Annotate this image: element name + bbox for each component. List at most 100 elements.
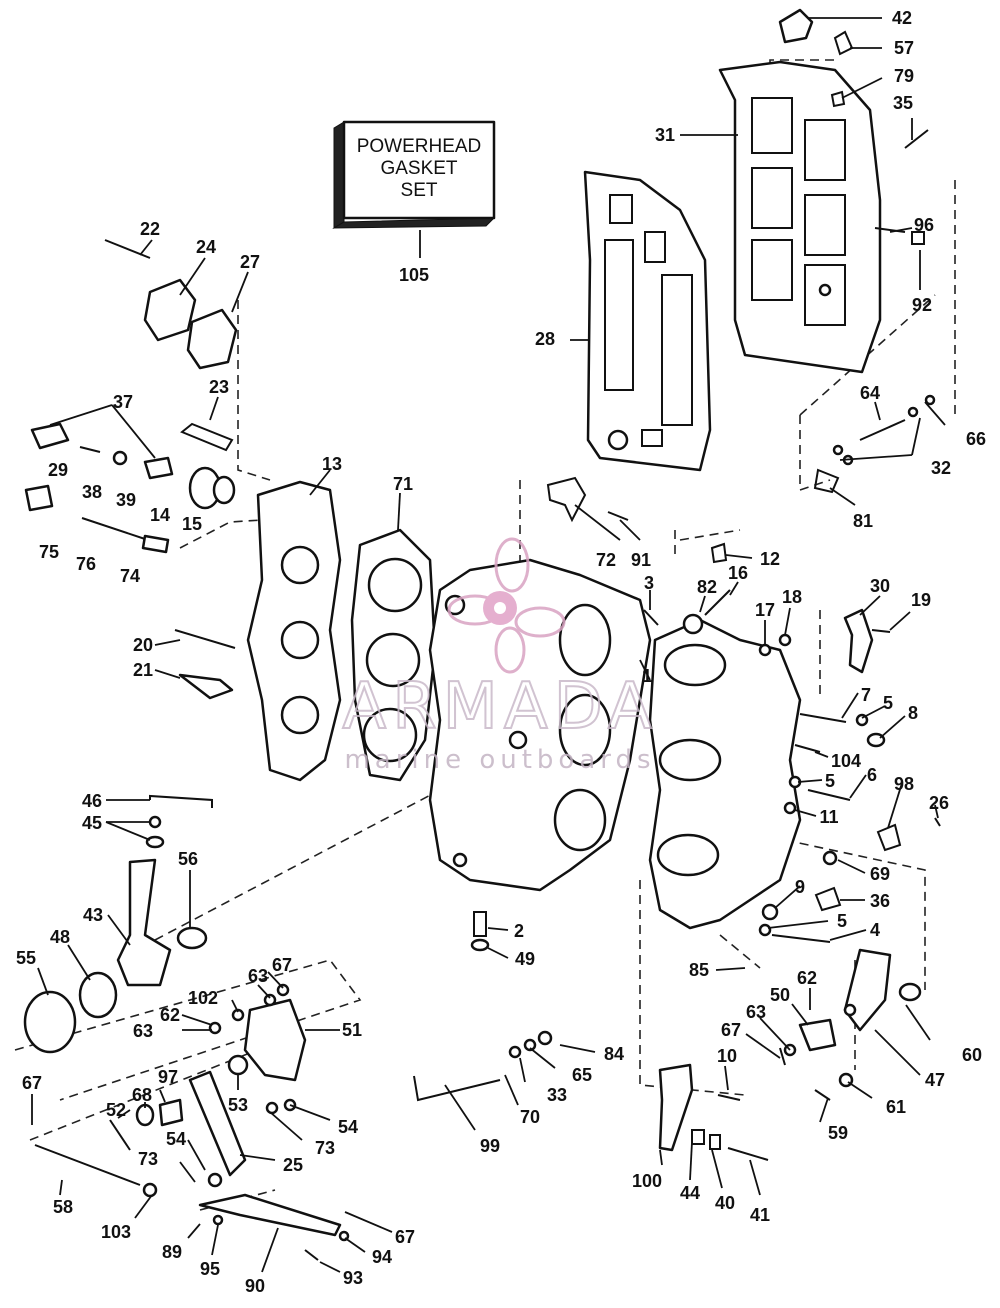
callout-5: 5	[825, 771, 835, 791]
callout-8: 8	[908, 703, 918, 723]
callout-31: 31	[655, 125, 675, 145]
callout-45: 45	[82, 813, 102, 833]
callout-67: 67	[395, 1227, 415, 1247]
nut-92	[911, 231, 925, 245]
callout-1: 1	[642, 666, 652, 686]
callout-67: 67	[22, 1073, 42, 1093]
lever-30	[843, 608, 874, 674]
lever-25	[188, 1070, 247, 1177]
callout-36: 36	[870, 891, 890, 911]
left-upper-hardware	[24, 239, 238, 700]
callout-20: 20	[133, 635, 153, 655]
callout-32: 32	[931, 458, 951, 478]
leader-lines	[31, 17, 946, 1273]
spring-23	[180, 422, 234, 452]
screw-41	[727, 1147, 769, 1161]
callout-51: 51	[342, 1020, 362, 1040]
callout-6: 6	[867, 765, 877, 785]
bracket-100	[658, 1063, 694, 1152]
callout-48: 48	[50, 927, 70, 947]
callout-76: 76	[76, 554, 96, 574]
cylinder-block	[428, 558, 652, 892]
connector-60	[898, 982, 922, 1002]
link-99	[413, 1075, 501, 1102]
callout-58: 58	[53, 1197, 73, 1217]
screw-52	[109, 1119, 131, 1151]
callout-89: 89	[162, 1242, 182, 1262]
exhaust-cover	[718, 60, 882, 374]
callout-62: 62	[160, 1005, 180, 1025]
plug-42	[778, 8, 814, 44]
callout-65: 65	[572, 1065, 592, 1085]
callout-98: 98	[894, 774, 914, 794]
callout-42: 42	[892, 8, 912, 28]
callout-60: 60	[962, 1045, 982, 1065]
bracket-98	[876, 823, 902, 852]
callout-84: 84	[604, 1044, 624, 1064]
callout-labels: 1 2 3 4 5 5 5 6 7 8 9 10 11 12 13 14 15 …	[16, 8, 986, 1296]
gasket-set-line1: POWERHEAD	[357, 136, 482, 157]
callout-70: 70	[520, 1107, 540, 1127]
callout-73: 73	[138, 1149, 158, 1169]
callout-47: 47	[925, 1070, 945, 1090]
callout-30: 30	[870, 576, 890, 596]
callout-67: 67	[272, 955, 292, 975]
callout-17: 17	[755, 600, 775, 620]
nut-44	[691, 1129, 705, 1145]
plug-82	[682, 613, 704, 635]
callout-4: 4	[870, 920, 880, 940]
bushing-48	[78, 971, 118, 1019]
sensor-74	[141, 534, 170, 554]
screw-16	[704, 589, 731, 616]
thermostat-cover-24	[143, 278, 197, 342]
spark-plug-21	[178, 673, 234, 700]
callout-14: 14	[150, 505, 170, 525]
callout-95: 95	[200, 1259, 220, 1279]
callout-57: 57	[894, 38, 914, 58]
callout-81: 81	[853, 511, 873, 531]
callout-56: 56	[178, 849, 198, 869]
armada-watermark: ARMADA marine outboards	[341, 537, 655, 775]
wire-76	[81, 517, 149, 541]
washer-40	[709, 1134, 721, 1150]
exhaust-cover-gasket	[583, 170, 712, 472]
callout-91: 91	[631, 550, 651, 570]
callout-52: 52	[106, 1100, 126, 1120]
callout-5: 5	[837, 911, 847, 931]
gasket-27	[186, 308, 238, 370]
arm-43	[116, 858, 172, 987]
callout-69: 69	[870, 864, 890, 884]
link-46	[149, 794, 213, 808]
callout-85: 85	[689, 960, 709, 980]
clip-57	[833, 30, 854, 56]
callout-105: 105	[399, 265, 429, 285]
callout-50: 50	[770, 985, 790, 1005]
callout-3: 3	[644, 573, 654, 593]
valve-37a	[30, 422, 70, 450]
callout-97: 97	[158, 1067, 178, 1087]
head-gasket	[350, 528, 437, 782]
callout-7: 7	[861, 685, 871, 705]
callout-23: 23	[209, 377, 229, 397]
callout-64: 64	[860, 383, 880, 403]
callout-53: 53	[228, 1095, 248, 1115]
callout-63: 63	[248, 966, 268, 986]
pin-96	[874, 227, 906, 233]
crankcase	[648, 618, 802, 930]
callout-71: 71	[393, 474, 413, 494]
callout-9: 9	[795, 877, 805, 897]
screw-19	[871, 629, 891, 633]
valve-37b	[143, 456, 174, 480]
watermark-tagline: marine outboards	[344, 745, 655, 775]
callout-21: 21	[133, 660, 153, 680]
callout-41: 41	[750, 1205, 770, 1225]
callout-13: 13	[322, 454, 342, 474]
seal-15	[212, 475, 236, 505]
link-90	[198, 1193, 342, 1237]
callout-79: 79	[894, 66, 914, 86]
callout-62: 62	[797, 968, 817, 988]
callout-37: 37	[113, 392, 133, 412]
callout-61: 61	[886, 1097, 906, 1117]
upper-middle-hardware	[546, 476, 941, 921]
callout-93: 93	[343, 1268, 363, 1288]
